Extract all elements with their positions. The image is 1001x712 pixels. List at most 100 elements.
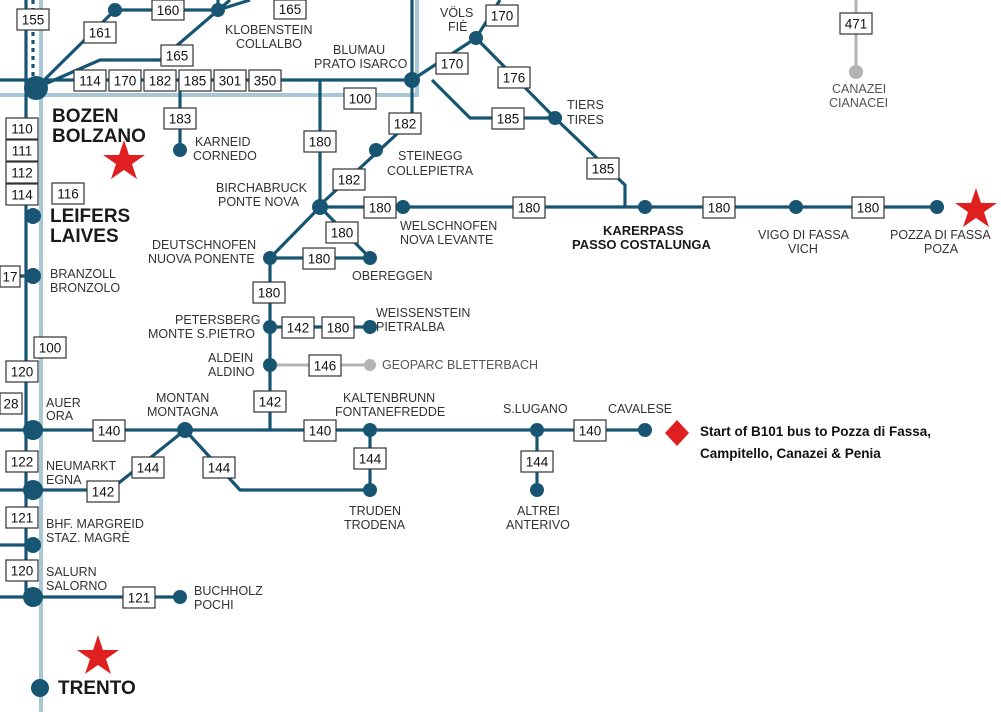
cavalese-diamond-icon bbox=[665, 420, 689, 446]
station-klobenstein-junction bbox=[211, 3, 225, 17]
label-slugano: S.LUGANO bbox=[503, 402, 568, 416]
label-geoparc: GEOPARC BLETTERBACH bbox=[382, 358, 538, 372]
label-welschnofen: WELSCHNOFEN bbox=[400, 219, 497, 233]
route-number: 100 bbox=[349, 92, 372, 107]
route-badge: 140 bbox=[303, 419, 337, 442]
label-vich: VICH bbox=[788, 242, 818, 256]
station-slugano bbox=[530, 423, 544, 437]
route-line-144-montan bbox=[183, 428, 370, 492]
station-salurn bbox=[23, 587, 43, 607]
label-magre: STAZ. MAGRÈ bbox=[46, 530, 130, 545]
route-badge: 471 bbox=[839, 12, 873, 35]
route-badge: 165 bbox=[160, 44, 194, 67]
route-line-deutschnofen bbox=[268, 205, 322, 260]
route-badge: 142 bbox=[253, 390, 287, 413]
route-badge: 120 bbox=[5, 360, 39, 383]
station-welschnofen bbox=[396, 200, 410, 214]
route-number: 160 bbox=[157, 3, 180, 18]
route-badge: 180 bbox=[702, 196, 736, 219]
label-obereggen: OBEREGGEN bbox=[352, 269, 433, 283]
route-badge: 112 bbox=[5, 161, 39, 184]
route-number: 112 bbox=[11, 166, 33, 181]
label-pochi: POCHI bbox=[194, 598, 234, 612]
route-number: 185 bbox=[592, 162, 615, 177]
label-monte-spietro: MONTE S.PIETRO bbox=[148, 327, 255, 341]
route-badge: 180 bbox=[851, 196, 885, 219]
station-weissenstein bbox=[363, 320, 377, 334]
route-number: 176 bbox=[503, 71, 526, 86]
label-aldein: ALDEIN bbox=[208, 351, 253, 365]
label-kaltenbrunn: KALTENBRUNN bbox=[343, 391, 435, 405]
route-badge: 170 bbox=[108, 69, 142, 92]
route-number: 170 bbox=[491, 9, 514, 24]
label-passo-costalunga: PASSO COSTALUNGA bbox=[572, 237, 712, 252]
label-truden: TRUDEN bbox=[349, 504, 401, 518]
station-obereggen bbox=[363, 251, 377, 265]
station-geoparc bbox=[364, 359, 376, 371]
route-number: 165 bbox=[279, 2, 302, 17]
route-badge: 116 bbox=[51, 182, 85, 205]
route-number: 180 bbox=[518, 201, 541, 216]
station-petersberg bbox=[263, 320, 277, 334]
route-badge: 165 bbox=[273, 0, 307, 20]
stars bbox=[77, 140, 997, 674]
label-cianacei: CIANACEI bbox=[829, 96, 888, 110]
label-leifers: LEIFERS bbox=[50, 206, 130, 227]
station-margreid bbox=[25, 537, 41, 553]
station-tiers bbox=[548, 111, 562, 125]
route-number: 111 bbox=[12, 144, 33, 159]
route-number: 28 bbox=[3, 397, 18, 412]
route-badge: 170 bbox=[485, 4, 519, 27]
label-fontanefredde: FONTANEFREDDE bbox=[335, 405, 445, 419]
route-badge: 121 bbox=[122, 586, 156, 609]
route-number: 180 bbox=[708, 201, 731, 216]
label-fie: FIÈ bbox=[448, 19, 467, 34]
route-number: 180 bbox=[327, 321, 350, 336]
label-auer: AUER bbox=[46, 396, 81, 410]
label-laives: LAIVES bbox=[50, 226, 119, 247]
station-auer bbox=[23, 420, 43, 440]
route-badge: 111 bbox=[5, 139, 39, 162]
label-neumarkt: NEUMARKT bbox=[46, 459, 117, 473]
route-badge: 180 bbox=[302, 247, 336, 270]
label-tires: TIRES bbox=[567, 113, 604, 127]
route-number: 161 bbox=[89, 26, 112, 41]
route-badge: 180 bbox=[252, 281, 286, 304]
star-trento-icon bbox=[77, 635, 119, 674]
route-number: 182 bbox=[338, 173, 361, 188]
label-petersberg: PETERSBERG bbox=[175, 313, 260, 327]
label-weissenstein: WEISSENSTEIN bbox=[376, 306, 470, 320]
label-karneid: KARNEID bbox=[195, 135, 251, 149]
route-badge: 114 bbox=[73, 69, 107, 92]
route-number: 144 bbox=[137, 461, 160, 476]
route-number: 180 bbox=[369, 201, 392, 216]
route-number: 182 bbox=[394, 117, 417, 132]
label-bozen: BOZEN bbox=[52, 106, 119, 127]
route-number: 114 bbox=[11, 188, 33, 203]
route-number: 155 bbox=[22, 13, 45, 28]
route-badge: 161 bbox=[83, 21, 117, 44]
route-number: 170 bbox=[441, 57, 464, 72]
route-badge: 180 bbox=[512, 196, 546, 219]
route-badge: 140 bbox=[92, 419, 126, 442]
station-160-node bbox=[108, 3, 122, 17]
route-number: 114 bbox=[79, 74, 101, 89]
route-badge: 176 bbox=[497, 66, 531, 89]
route-badge: 160 bbox=[151, 0, 185, 21]
station-montan bbox=[177, 422, 193, 438]
station-leifers bbox=[25, 208, 41, 224]
route-number: 471 bbox=[845, 17, 868, 32]
station-aldein bbox=[263, 358, 277, 372]
label-tiers: TIERS bbox=[567, 98, 604, 112]
label-nuova-ponente: NUOVA PONENTE bbox=[148, 252, 255, 266]
route-line-185 bbox=[430, 78, 555, 120]
route-number: 100 bbox=[39, 341, 62, 356]
route-badge: 17 bbox=[0, 265, 21, 288]
note-b101-line1: Start of B101 bus to Pozza di Fassa, bbox=[700, 424, 931, 439]
route-badge: 100 bbox=[343, 87, 377, 110]
route-badge: 110 bbox=[5, 117, 39, 140]
route-number: 185 bbox=[184, 74, 207, 89]
route-number: 142 bbox=[259, 395, 282, 410]
station-birchabruck bbox=[312, 199, 328, 215]
label-branzoll: BRANZOLL bbox=[50, 267, 116, 281]
